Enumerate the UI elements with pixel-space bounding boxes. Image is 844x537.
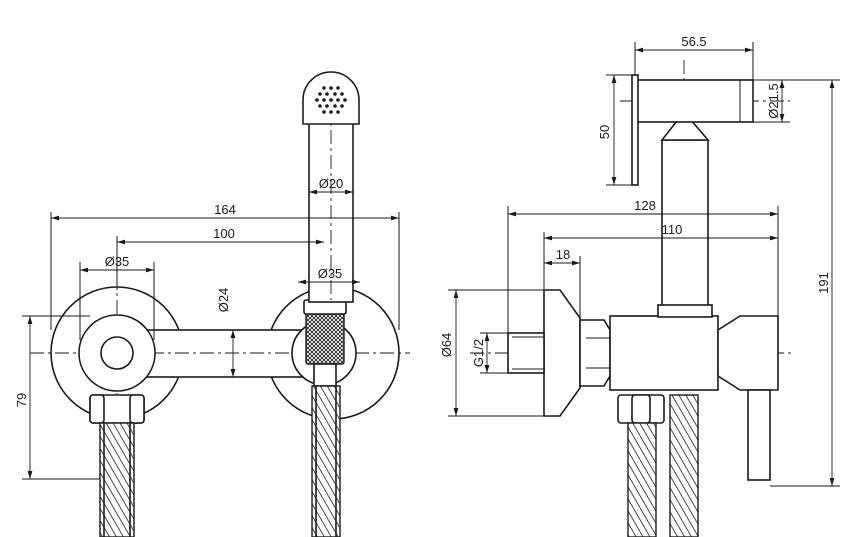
dim-handle-dia: Ø20 (319, 176, 344, 191)
shower-neck (660, 110, 710, 141)
dim-overall-height: 191 (816, 272, 831, 294)
lever-rod (747, 389, 771, 481)
left-hose (99, 422, 135, 537)
hex-nut (579, 319, 611, 387)
dim-centers: 100 (213, 226, 235, 241)
dim-head-dia: Ø21.5 (766, 83, 781, 118)
shower-head-side (634, 79, 754, 123)
dim-holder-dia: Ø35 (318, 266, 343, 281)
shower-hose-ferrule (313, 363, 337, 387)
dim-body-dia: Ø24 (216, 288, 231, 313)
dim-flange-dia: Ø64 (439, 333, 454, 358)
dim-overall-depth: 128 (634, 198, 656, 213)
hose-nut-side-face (631, 394, 651, 424)
dim-head-height: 50 (597, 125, 612, 139)
valve-knob (78, 314, 156, 392)
mixer-body-side (609, 315, 719, 391)
dim-head-length: 56.5 (681, 34, 706, 49)
shower-collar-side (657, 304, 713, 318)
shower-knurled-grip (305, 311, 345, 365)
holder-plate (631, 74, 639, 186)
shower-nozzle-holes (315, 86, 347, 114)
dim-rosette-dia: Ø35 (105, 254, 130, 269)
shower-handle-side (661, 139, 709, 313)
thread-stub (507, 332, 545, 374)
dim-height: 79 (14, 393, 29, 407)
lever-handle (717, 315, 779, 391)
left-nut-right-face (129, 394, 145, 424)
wall-flange (543, 289, 581, 417)
side-hose-right (669, 394, 699, 537)
shower-head (302, 71, 360, 125)
side-hose-left (627, 422, 657, 537)
dim-overall-width: 164 (214, 202, 236, 217)
left-nut-left-face (89, 394, 105, 424)
dim-body-depth: 110 (662, 222, 683, 237)
front-view: 164 100 Ø35 Ø24 Ø20 Ø35 79 (14, 71, 410, 537)
side-view: 56.5 Ø21.5 50 128 110 18 Ø64 G1/2 (439, 34, 840, 537)
dim-flange-depth: 18 (556, 247, 570, 262)
valve-knob-inner (100, 336, 134, 370)
dim-thread: G1/2 (471, 339, 486, 367)
